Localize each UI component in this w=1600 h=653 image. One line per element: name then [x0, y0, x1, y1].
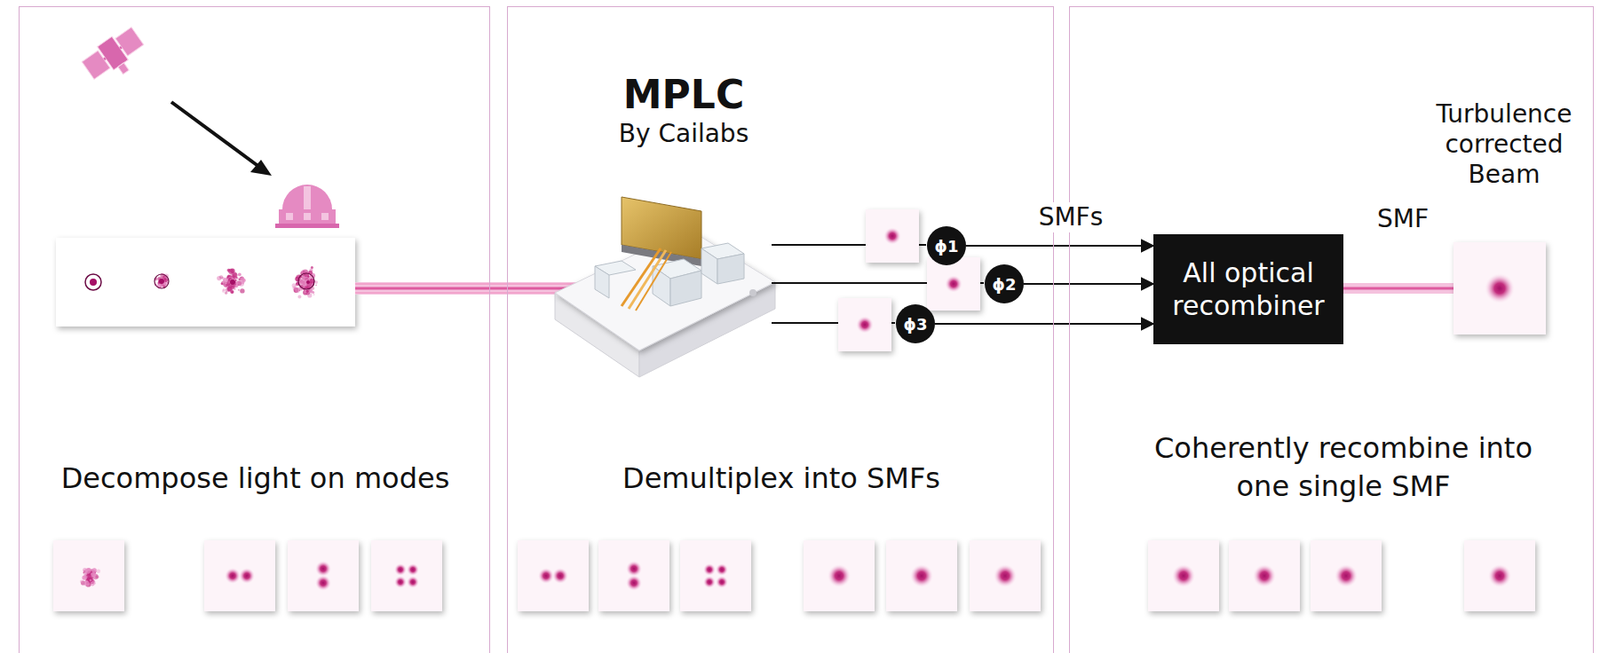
spot-tile [969, 540, 1041, 612]
satellite-icon [79, 23, 151, 89]
text-label: SMF [1367, 204, 1439, 235]
speckle-ring [154, 274, 169, 289]
speckle-tile [53, 540, 125, 612]
fiber-connector [966, 245, 1154, 247]
spot-tile [926, 257, 981, 311]
free-space-beam [355, 283, 578, 286]
phase-label: ϕ1 [934, 237, 959, 256]
spot-tile [1310, 540, 1382, 612]
panel-caption: Demultiplex into SMFs [507, 459, 1055, 499]
free-space-beam [355, 287, 578, 291]
speckle-ring [85, 274, 102, 291]
phase-label: ϕ2 [992, 275, 1017, 294]
panel: Demultiplex into SMFs ϕ1 ϕ2 ϕ3 [506, 6, 1054, 653]
text-label: MPLC [594, 71, 773, 119]
mode-tile [287, 540, 359, 612]
signal-arrowhead [250, 159, 272, 176]
fiber-connector [1023, 283, 1154, 286]
mode-tile [598, 540, 670, 612]
panel-caption: Coherently recombine into one single SMF [1152, 429, 1535, 507]
phase-label: ϕ3 [903, 315, 928, 334]
mplc-device [554, 197, 776, 378]
speckle-tile-pattern [79, 568, 101, 588]
mode-tile [517, 540, 589, 612]
speckle-strip [55, 237, 356, 327]
spot-tile [1464, 540, 1536, 612]
text-label: By Cailabs [577, 118, 791, 150]
spot-tile [865, 209, 919, 263]
phase-shifter: ϕ3 [895, 304, 935, 344]
output-fiber-beam [1342, 283, 1457, 294]
text-label: Turbulence corrected Beam [1417, 99, 1592, 191]
observatory-icon [275, 184, 340, 229]
speckle-images [89, 266, 318, 299]
free-space-beam [355, 282, 578, 295]
speckle-ring [298, 273, 315, 290]
phase-shifter: ϕ1 [926, 226, 967, 266]
signal-arrow [171, 102, 263, 170]
mode-tile [371, 540, 443, 612]
spot-tile [886, 540, 958, 612]
free-space-beam [355, 292, 578, 294]
recombiner-box: All optical recombiner [1153, 234, 1344, 345]
text-label: SMFs [1028, 202, 1114, 233]
spot-tile [1228, 540, 1300, 612]
panel-caption: Decompose light on modes [19, 459, 492, 499]
box-label: All optical recombiner [1162, 256, 1335, 323]
spot-tile [803, 540, 875, 612]
output-fiber-beam [1342, 287, 1457, 291]
spot-tile [1148, 540, 1220, 612]
phase-shifter: ϕ2 [984, 264, 1024, 304]
mode-tile [204, 540, 276, 612]
fiber-connector [934, 323, 1154, 325]
output-spot-tile [1453, 242, 1546, 335]
panel: Decompose light on modes [18, 6, 491, 653]
mode-tile [680, 540, 752, 612]
spot-tile [838, 298, 892, 352]
